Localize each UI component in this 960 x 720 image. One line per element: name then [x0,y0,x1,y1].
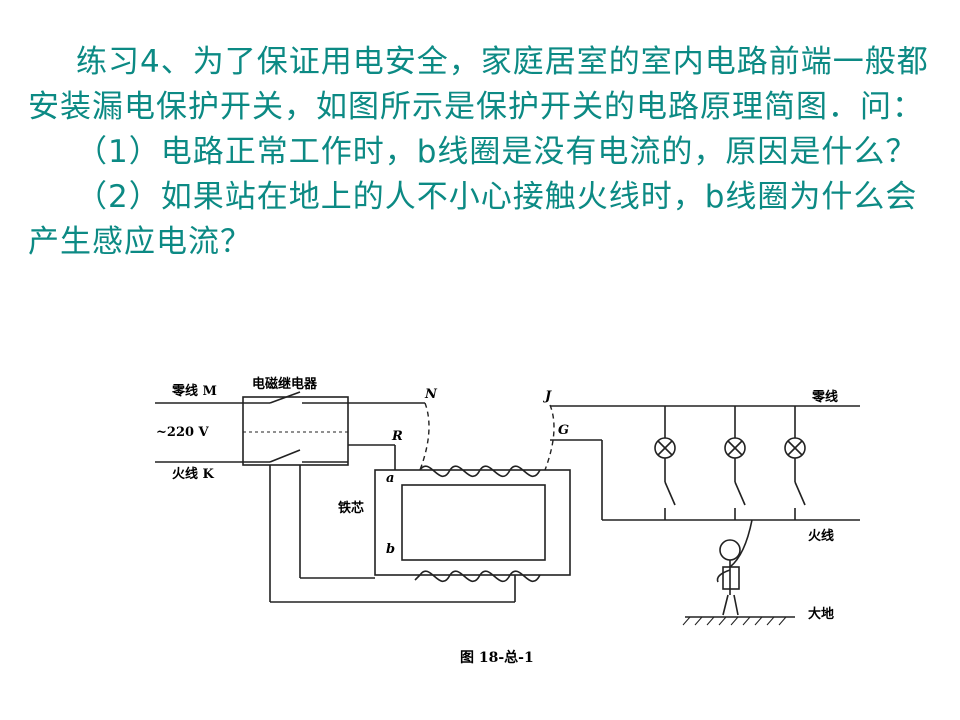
lamp-branch-2 [724,406,746,520]
relay-box [242,396,349,466]
label-earth: 大地 [808,606,834,622]
coil-b [419,570,541,583]
relay-switch-bottom-blade [269,449,301,463]
label-relay: 电磁继电器 [252,376,318,392]
iron-core-inner [401,484,546,561]
circuit-diagram: 零线 M 电磁继电器 ~220 V 火线 K N R J G a b 铁芯 零线… [155,376,860,666]
label-core: 铁芯 [337,500,364,516]
label-b: b [386,542,395,557]
person-figure [716,519,753,616]
label-a: a [386,471,394,486]
label-live-k: 火线 K [172,466,215,482]
coil-a [419,465,541,478]
relay-switch-top-blade [269,391,301,404]
label-g: G [558,423,569,438]
label-neutral-m: 零线 M [171,383,217,399]
label-voltage: ~220 V [156,425,210,440]
question-intro: 练习4、为了保证用电安全，家庭居室的室内电路前端一般都安装漏电保护开关，如图所示… [28,44,929,125]
wire-j-dashed [544,404,555,471]
label-neutral-right: 零线 [811,389,838,405]
lamp-branch-1 [654,406,676,520]
figure-caption: 图 18-总-1 [460,649,534,666]
label-live-right: 火线 [808,528,834,544]
ground-symbol [682,616,795,626]
iron-core-outer [374,469,571,576]
question-text: 练习4、为了保证用电安全，家庭居室的室内电路前端一般都安装漏电保护开关，如图所示… [28,40,938,265]
label-r: R [391,429,403,444]
question-part-1: （1）电路正常工作时，b线圈是没有电流的，原因是什么？ [76,134,918,170]
wire-b-lead [414,574,421,581]
lamp-branch-3 [784,406,806,520]
label-j: J [542,389,552,404]
label-n: N [424,387,438,402]
wire-n-dashed [419,402,430,471]
question-part-2: （2）如果站在地上的人不小心接触火线时，b线圈为什么会产生感应电流？ [28,179,918,260]
